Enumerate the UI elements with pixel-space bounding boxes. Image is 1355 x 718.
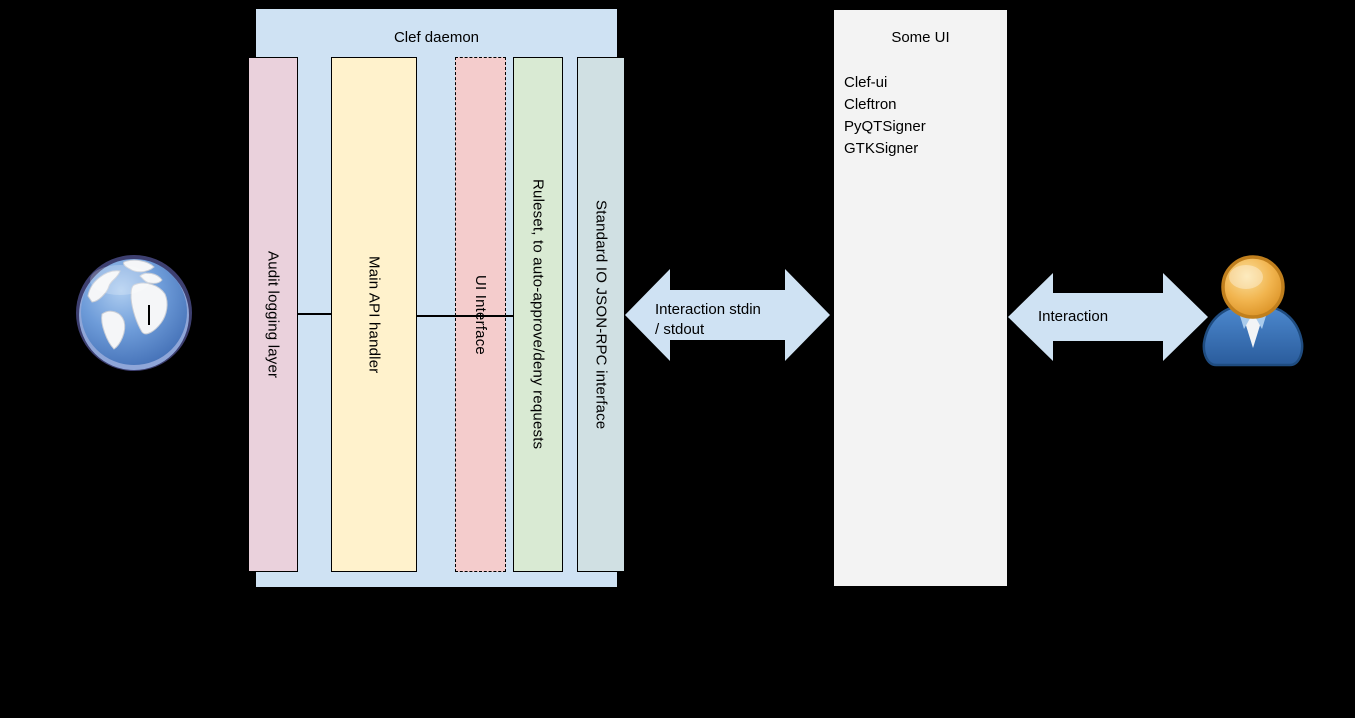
layer-label: Main API handler xyxy=(365,255,383,374)
connector-tick xyxy=(148,305,150,325)
some-ui-title: Some UI xyxy=(891,29,950,46)
layer-main-api-handler: Main API handler xyxy=(331,57,417,572)
ui-client-item: Clef-ui xyxy=(844,74,888,91)
double-arrow-icon xyxy=(1008,273,1208,361)
arrow-label-line2: / stdout xyxy=(655,321,705,338)
connector-line-api-ruleset xyxy=(417,315,513,317)
user-icon xyxy=(1202,255,1304,367)
globe-icon xyxy=(76,255,192,371)
layer-stdio-jsonrpc: Standard IO JSON-RPC interface xyxy=(577,57,625,572)
arrow-label: Interaction xyxy=(1038,308,1109,325)
layer-label: Ruleset, to auto-approve/deny requests xyxy=(529,179,547,450)
ui-client-item: Cleftron xyxy=(844,96,897,113)
ui-client-item: GTKSigner xyxy=(844,140,919,157)
arrow-label: Interaction stdin / stdout xyxy=(655,300,761,340)
some-ui-list: Clef-ui Cleftron PyQTSigner GTKSigner xyxy=(844,72,1001,160)
layer-ruleset: Ruleset, to auto-approve/deny requests xyxy=(513,57,563,572)
arrow-stdio-interaction: Interaction stdin / stdout xyxy=(625,268,830,362)
arrow-user-interaction: Interaction xyxy=(1008,272,1208,362)
double-arrow-icon xyxy=(625,269,830,361)
layer-label: Standard IO JSON-RPC interface xyxy=(592,199,610,430)
layer-label: Audit logging layer xyxy=(264,250,282,379)
layer-audit-logging: Audit logging layer xyxy=(248,57,298,572)
layer-ui-interface: UI Interface xyxy=(455,57,506,572)
some-ui-box: Some UI Clef-ui Cleftron PyQTSigner GTKS… xyxy=(833,9,1008,587)
connector-line-audit-api xyxy=(298,313,331,315)
clef-daemon-title: Clef daemon xyxy=(393,29,480,46)
layer-label: UI Interface xyxy=(472,274,489,355)
ui-client-item: PyQTSigner xyxy=(844,118,926,135)
arrow-label-line1: Interaction stdin xyxy=(655,301,761,318)
